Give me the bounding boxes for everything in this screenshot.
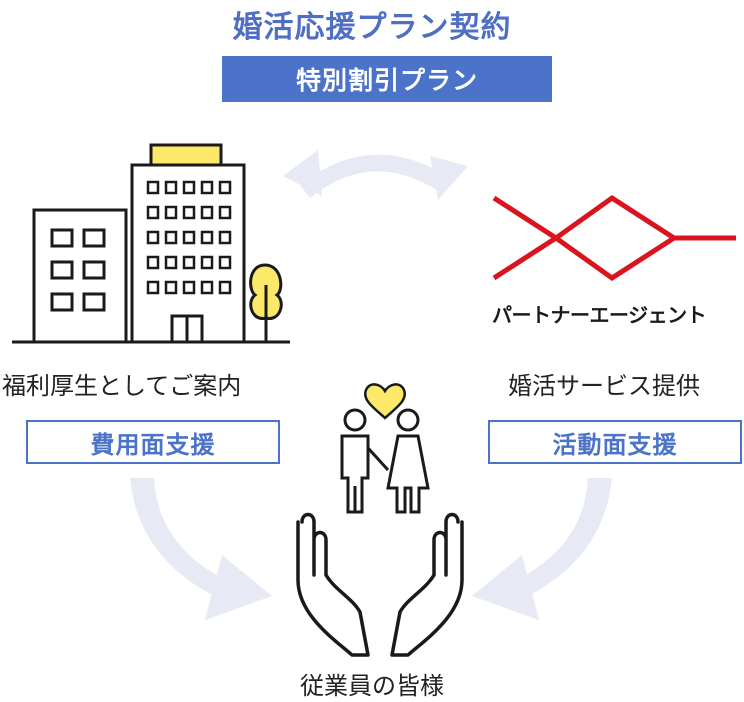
couple-icon — [340, 383, 430, 514]
left-down-arrow — [130, 478, 272, 620]
left-caption: 福利厚生としてご案内 — [2, 372, 242, 400]
activity-support-box: 活動面支援 — [488, 420, 742, 464]
plan-badge: 特別割引プラン — [222, 56, 552, 102]
cost-support-box: 費用面支援 — [26, 420, 280, 464]
partner-agent-logo-icon — [492, 194, 736, 282]
office-building-icon — [12, 143, 290, 344]
right-caption: 婚活サービス提供 — [508, 372, 700, 400]
heart-icon — [363, 383, 407, 420]
partner-agent-logo-text: パートナーエージェント — [492, 303, 707, 327]
right-down-arrow — [472, 478, 612, 620]
open-hands-icon — [296, 512, 464, 657]
top-double-arrow — [283, 150, 468, 200]
bottom-caption: 従業員の皆様 — [300, 672, 444, 700]
page-title: 婚活応援プラン契約 — [232, 10, 512, 45]
